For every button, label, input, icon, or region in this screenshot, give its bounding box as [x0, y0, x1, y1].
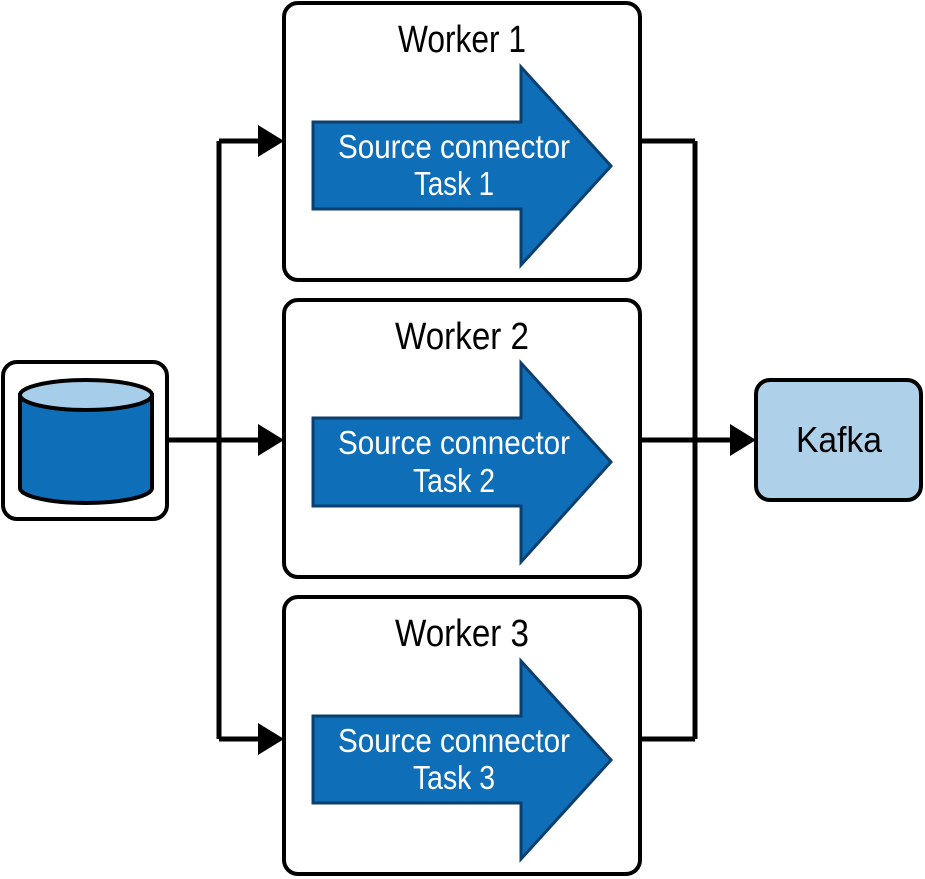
- fan-out-connectors: [167, 138, 262, 742]
- worker-title: Worker 2: [395, 316, 529, 358]
- task-label-line-2: Task 2: [413, 462, 495, 499]
- arrowhead-to-worker-3: [258, 723, 284, 755]
- database-icon: [18, 378, 154, 505]
- source-database: [1, 360, 169, 521]
- arrowhead-to-worker-2: [258, 424, 284, 456]
- worker-1: Worker 1 Source connector Task 1: [282, 1, 642, 282]
- worker-title: Worker 1: [398, 19, 526, 61]
- kafka-label: Kafka: [796, 419, 883, 460]
- arrowhead-to-worker-1: [258, 125, 284, 157]
- task-label-line-2: Task 3: [413, 759, 495, 796]
- task-label-line-2: Task 1: [414, 165, 494, 202]
- task-label-line-1: Source connector: [338, 424, 570, 461]
- worker-3: Worker 3 Source connector Task 3: [282, 595, 642, 876]
- task-label-line-1: Source connector: [338, 128, 570, 165]
- task-arrow: [311, 359, 614, 566]
- task-arrow: [311, 63, 614, 269]
- arrowhead-to-kafka: [730, 424, 756, 456]
- worker-2: Worker 2 Source connector Task 2: [282, 298, 642, 579]
- worker-title: Worker 3: [395, 613, 529, 655]
- task-label-line-1: Source connector: [338, 722, 570, 759]
- kafka: Kafka: [754, 378, 923, 502]
- task-arrow: [311, 657, 614, 863]
- fan-in-connectors: [640, 138, 734, 742]
- fan-out-arrowheads: [258, 125, 284, 755]
- kafka-box: [754, 378, 923, 502]
